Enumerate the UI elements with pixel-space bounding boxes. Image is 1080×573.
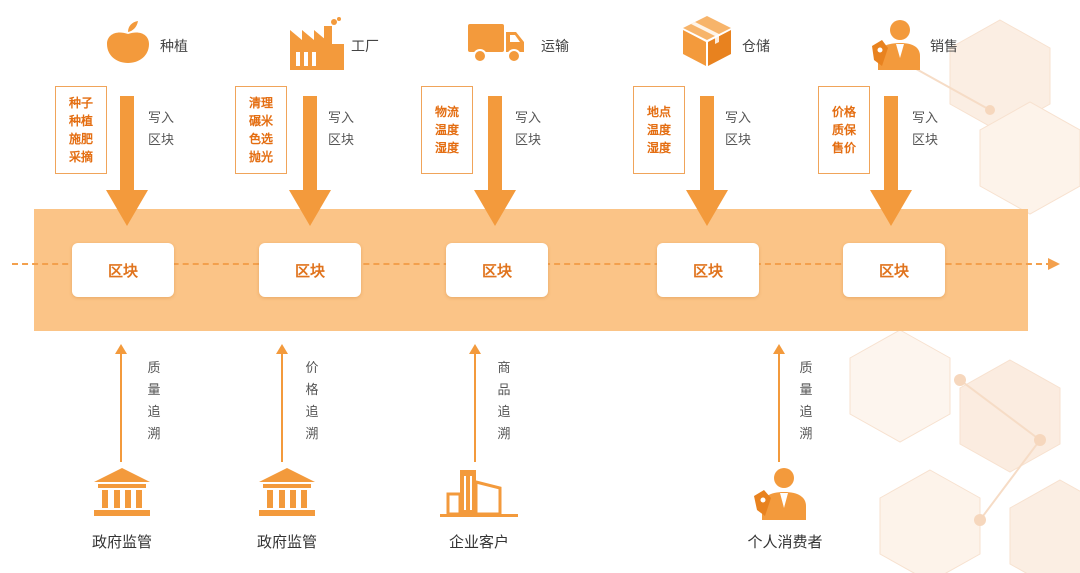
- trace-arrow: [469, 344, 481, 462]
- block-node: 区块: [843, 243, 945, 297]
- block-node: 区块: [446, 243, 548, 297]
- info-item: 施肥: [68, 132, 93, 146]
- write-label: 写入区块: [724, 111, 751, 148]
- write-arrow: [870, 96, 912, 226]
- info-box-factory: 清理 碾米 色选 抛光: [235, 86, 287, 174]
- info-item: 湿度: [434, 141, 459, 155]
- info-item: 色选: [248, 132, 273, 146]
- info-box-planting: 种子 种植 施肥 采摘: [55, 86, 107, 174]
- consumer-icon: [754, 468, 806, 520]
- info-item: 碾米: [248, 114, 273, 128]
- actor-label-consumer: 个人消费者: [747, 533, 823, 551]
- write-label: 写入区块: [514, 111, 541, 148]
- truck-icon: [468, 24, 524, 63]
- box-icon: [683, 16, 731, 66]
- info-item: 种植: [68, 114, 93, 128]
- info-box-storage: 地点 温度 湿度: [633, 86, 685, 174]
- sprout-icon: [107, 21, 149, 63]
- write-arrow: [289, 96, 331, 226]
- info-item: 地点: [646, 105, 671, 119]
- write-label: 写入区块: [327, 111, 354, 148]
- stage-label-factory: 工厂: [351, 39, 379, 55]
- write-arrow: [474, 96, 516, 226]
- info-item: 清理: [248, 96, 273, 110]
- factory-icon: [290, 17, 344, 70]
- block-node: 区块: [72, 243, 174, 297]
- stage-label-storage: 仓储: [742, 39, 770, 55]
- info-item: 价格: [831, 105, 856, 119]
- info-item: 温度: [646, 123, 671, 137]
- actor-label-government: 政府监管: [91, 533, 152, 551]
- government-building-icon: [259, 468, 315, 516]
- trace-label: 质量追溯: [799, 361, 813, 442]
- salesperson-icon: [872, 20, 920, 70]
- trace-arrow: [115, 344, 127, 462]
- enterprise-building-icon: [440, 470, 518, 517]
- info-item: 售价: [831, 141, 856, 155]
- info-item: 抛光: [248, 150, 273, 164]
- info-item: 种子: [68, 96, 93, 110]
- info-box-sales: 价格 质保 售价: [818, 86, 870, 174]
- trace-arrow: [773, 344, 785, 462]
- write-label: 写入区块: [911, 111, 938, 148]
- chain-arrow-head: [1048, 258, 1060, 270]
- info-item: 采摘: [68, 150, 93, 164]
- actor-label-enterprise: 企业客户: [448, 533, 509, 551]
- info-item: 物流: [434, 105, 459, 119]
- write-arrow: [106, 96, 148, 226]
- stage-label-sales: 销售: [930, 39, 958, 55]
- block-node: 区块: [657, 243, 759, 297]
- trace-label: 商品追溯: [497, 361, 511, 442]
- info-box-transport: 物流 温度 湿度: [421, 86, 473, 174]
- stage-label-transport: 运输: [541, 39, 569, 55]
- trace-arrow: [276, 344, 288, 462]
- info-item: 湿度: [646, 141, 671, 155]
- info-item: 温度: [434, 123, 459, 137]
- actor-label-government: 政府监管: [256, 533, 317, 551]
- write-label: 写入区块: [147, 111, 174, 148]
- write-arrow: [686, 96, 728, 226]
- government-building-icon: [94, 468, 150, 516]
- stage-label-planting: 种植: [160, 39, 188, 55]
- trace-label: 价格追溯: [305, 361, 319, 442]
- trace-label: 质量追溯: [147, 361, 161, 442]
- info-item: 质保: [831, 123, 856, 137]
- block-node: 区块: [259, 243, 361, 297]
